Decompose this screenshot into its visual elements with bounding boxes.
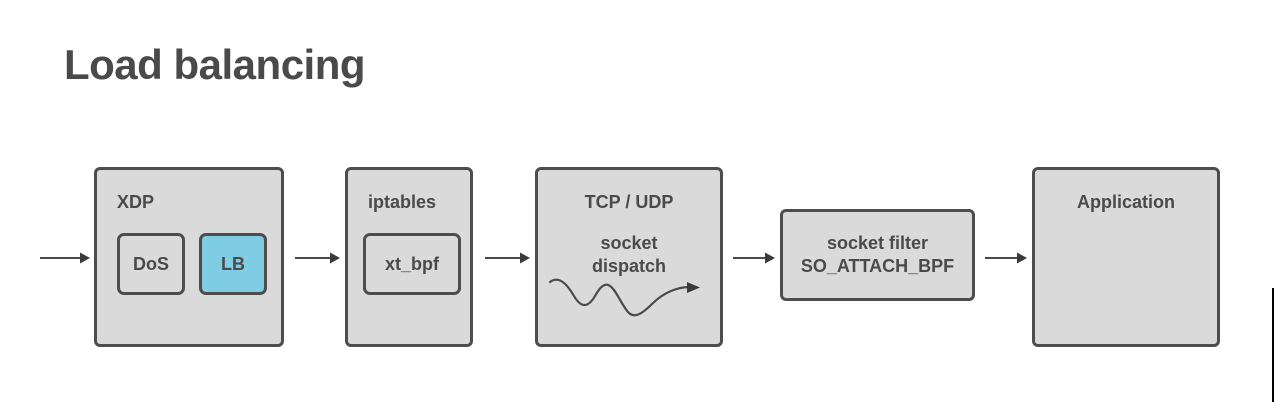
arrow-xdp-to-iptables	[295, 248, 340, 268]
arrow-socket-filter-to-application	[985, 248, 1027, 268]
sub-box-dos-label: DoS	[133, 253, 169, 274]
stage-box-iptables[interactable]: iptables xt_bpf	[345, 167, 473, 347]
sub-box-xt-bpf[interactable]: xt_bpf	[363, 233, 461, 295]
sub-box-xt-bpf-label: xt_bpf	[385, 253, 439, 274]
stage-body-socket-filter: socket filter SO_ATTACH_BPF	[800, 233, 955, 277]
stage-box-xdp[interactable]: XDP DoS LB	[94, 167, 284, 347]
sub-box-dos[interactable]: DoS	[117, 233, 185, 295]
sub-box-lb[interactable]: LB	[199, 233, 267, 295]
page-title: Load balancing	[64, 41, 366, 88]
arrow-ingress-to-xdp	[40, 248, 90, 268]
stage-label-tcp-udp: TCP / UDP	[584, 192, 674, 212]
stage-label-xdp: XDP	[117, 192, 155, 212]
stage-body-socket-dispatch: socket dispatch	[591, 233, 666, 277]
arrow-iptables-to-tcp-udp	[485, 248, 530, 268]
stage-box-socket-filter[interactable]: socket filter SO_ATTACH_BPF	[780, 209, 975, 301]
stage-box-tcp-udp[interactable]: TCP / UDP socket dispatch	[535, 167, 723, 347]
stage-label-iptables: iptables	[368, 192, 437, 212]
sub-box-lb-label: LB	[221, 253, 245, 274]
wavy-dispatch-arrow-icon	[548, 268, 710, 317]
stage-label-application: Application	[1077, 192, 1175, 212]
right-edge-rule	[1272, 288, 1274, 402]
stage-box-application[interactable]: Application	[1032, 167, 1220, 347]
arrow-tcp-udp-to-socket-filter	[733, 248, 775, 268]
